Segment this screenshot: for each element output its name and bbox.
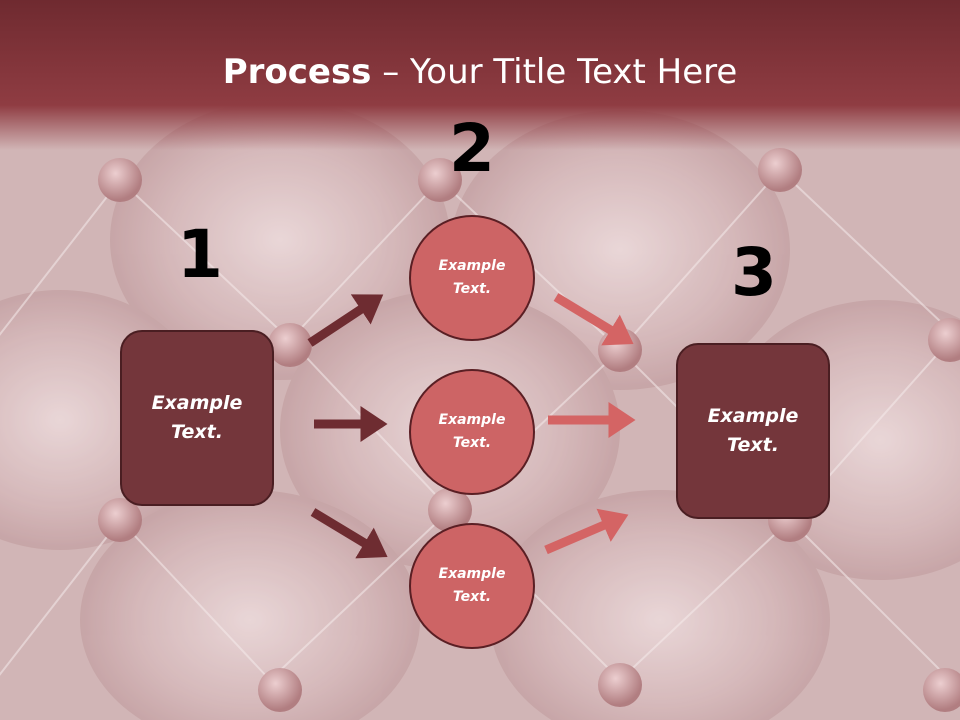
circle-bottom-text: Example Text. [438, 566, 506, 605]
step-number-1: 1 [177, 216, 223, 293]
title-bold: Process [222, 52, 372, 92]
arrow-top-to-right [553, 293, 634, 346]
left-text-box[interactable]: Example Text. [120, 330, 274, 506]
circle-middle-text: Example Text. [438, 412, 506, 451]
right-text-box[interactable]: Example Text. [676, 343, 830, 519]
step-number-3: 3 [731, 234, 777, 311]
arrow-bottom-to-right [544, 508, 629, 555]
right-box-text: Example Text. [707, 405, 799, 456]
title-bar [0, 0, 960, 150]
slide-title: Process – Your Title Text Here [0, 52, 960, 92]
step-number-2: 2 [449, 110, 495, 187]
arrow-left-to-top [307, 294, 384, 347]
arrow-left-to-bottom [310, 508, 388, 559]
circle-bottom[interactable]: Example Text. [409, 523, 535, 649]
circle-middle[interactable]: Example Text. [409, 369, 535, 495]
circle-top[interactable]: Example Text. [409, 215, 535, 341]
left-box-text: Example Text. [151, 392, 243, 443]
circle-top-text: Example Text. [438, 258, 506, 297]
title-rest: – Your Title Text Here [371, 52, 738, 92]
